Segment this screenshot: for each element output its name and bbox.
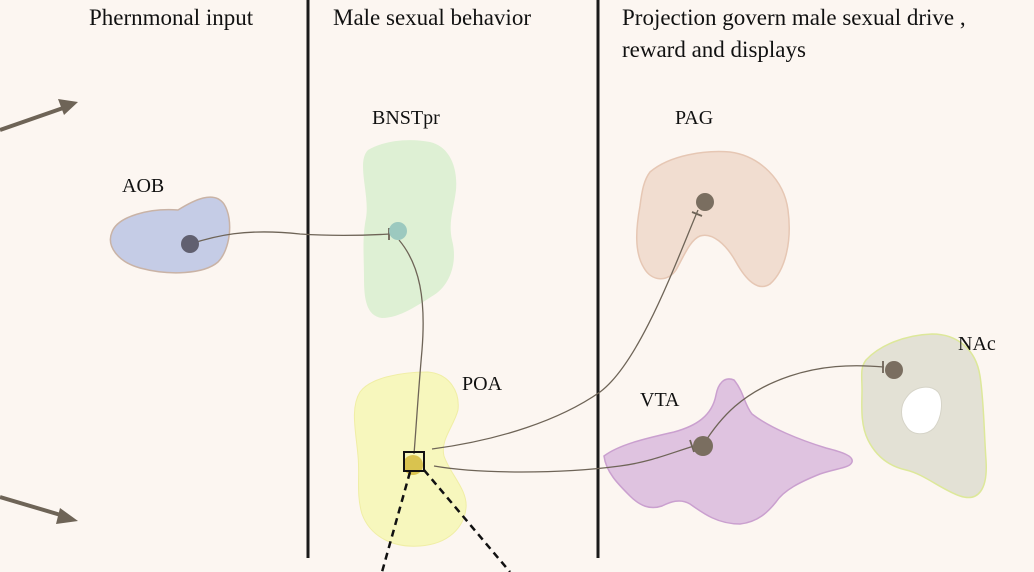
label-poa: POA bbox=[462, 373, 503, 395]
input-arrow-lower bbox=[0, 495, 78, 524]
bnstpr-region bbox=[363, 140, 457, 318]
label-pag: PAG bbox=[675, 107, 714, 129]
poa-to-pag-axon bbox=[431, 209, 699, 450]
vta-to-nac-axon bbox=[702, 365, 885, 446]
header-projection-line2: reward and displays bbox=[622, 37, 806, 62]
zoom-line-right bbox=[423, 469, 511, 572]
label-aob: AOB bbox=[122, 175, 165, 197]
terminal-vta bbox=[689, 439, 695, 453]
nac-inner-hole bbox=[901, 386, 942, 435]
label-vta: VTA bbox=[640, 389, 680, 411]
bnstpr-to-poa-axon bbox=[398, 239, 424, 455]
header-phernmonal-input: Phernmonal input bbox=[89, 5, 254, 30]
pag-region bbox=[635, 150, 790, 288]
aob-to-bnstpr-axon bbox=[189, 231, 391, 245]
zoom-line-left bbox=[380, 471, 412, 572]
poa-to-vta-axon bbox=[433, 445, 695, 473]
aob-region bbox=[109, 196, 231, 274]
pag-neuron bbox=[696, 193, 714, 211]
aob-neuron bbox=[181, 235, 199, 253]
input-arrow-upper bbox=[0, 99, 78, 132]
nac-neuron bbox=[885, 361, 903, 379]
label-nac: NAc bbox=[958, 333, 996, 355]
terminal-pag bbox=[691, 211, 703, 217]
header-male-sexual-behavior: Male sexual behavior bbox=[333, 5, 531, 30]
bnstpr-neuron bbox=[389, 222, 407, 240]
header-projection-line1: Projection govern male sexual drive , bbox=[622, 5, 966, 30]
vta-region bbox=[603, 378, 853, 525]
vta-neuron bbox=[693, 436, 713, 456]
label-bnstpr: BNSTpr bbox=[372, 107, 440, 129]
poa-zoom-box bbox=[403, 451, 425, 472]
